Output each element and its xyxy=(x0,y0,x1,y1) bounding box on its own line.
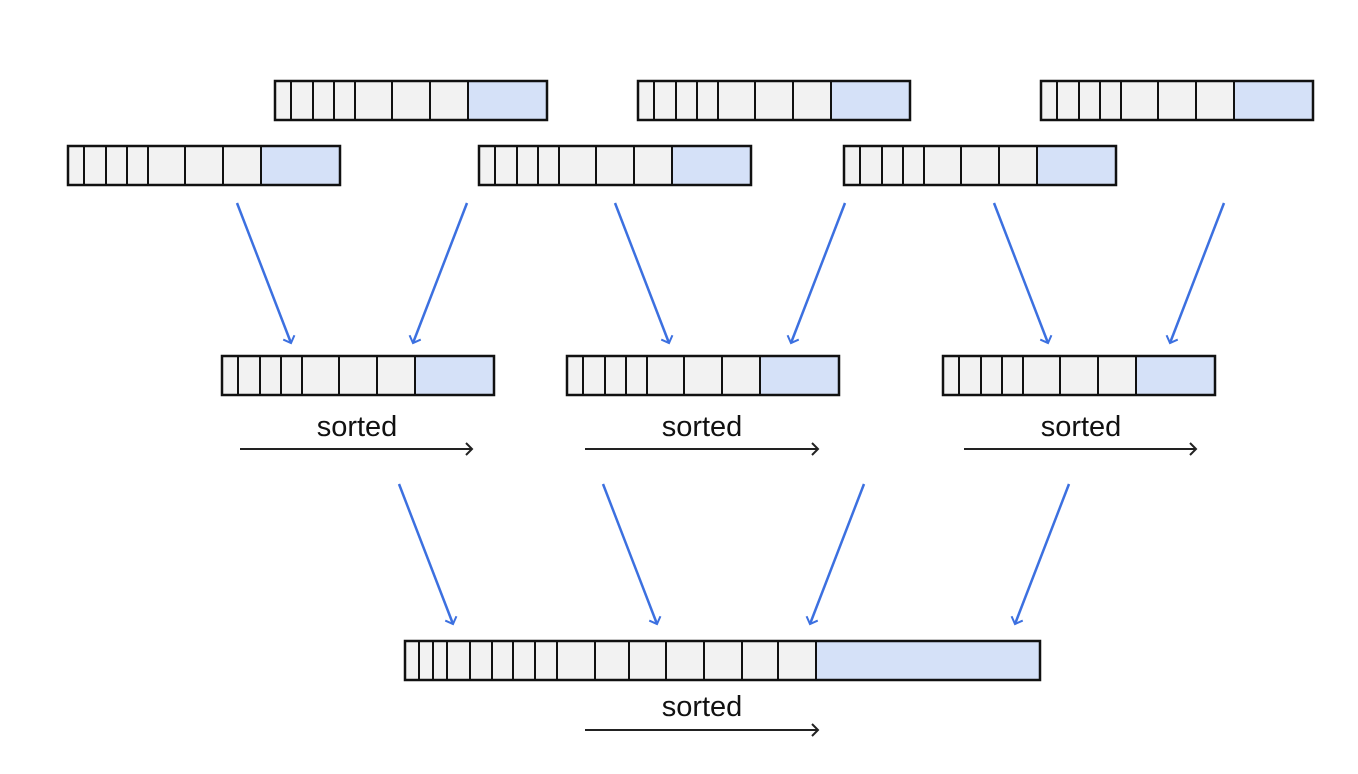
merge-arrow xyxy=(235,202,296,345)
input-array-4 xyxy=(636,79,912,122)
sorted-label: sorted xyxy=(662,411,743,443)
input-array-1 xyxy=(66,144,342,187)
merged-array-1 xyxy=(220,354,496,397)
sorted-label: sorted xyxy=(662,691,743,723)
final-merged-array xyxy=(403,639,1042,682)
input-array-5 xyxy=(842,144,1118,187)
merged-array-3 xyxy=(941,354,1217,397)
input-array-2 xyxy=(273,79,549,122)
merge-arrow xyxy=(613,202,674,345)
merge-arrow xyxy=(805,483,866,626)
merge-arrow xyxy=(397,483,458,626)
merge-arrow xyxy=(1010,483,1071,626)
merge-arrow xyxy=(786,202,847,345)
merged-array-2 xyxy=(565,354,841,397)
sorted-label: sorted xyxy=(1041,411,1122,443)
input-array-3 xyxy=(477,144,753,187)
sorted-label: sorted xyxy=(317,411,398,443)
input-array-6 xyxy=(1039,79,1315,122)
merge-arrow xyxy=(1165,202,1226,345)
merge-arrow xyxy=(408,202,469,345)
merge-arrow xyxy=(992,202,1053,345)
merge-arrow xyxy=(601,483,662,626)
